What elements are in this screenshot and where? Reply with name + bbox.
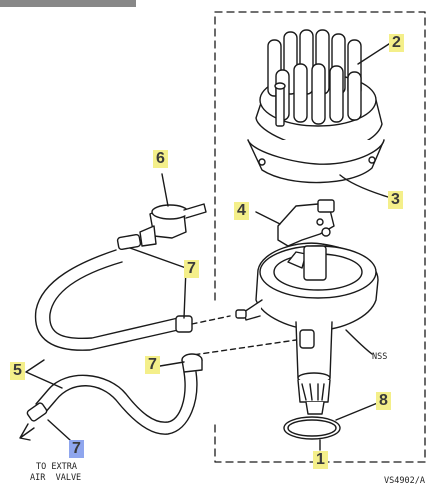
rotor-arm xyxy=(277,199,335,247)
callout-8: 8 xyxy=(376,392,391,410)
air-valve-hose xyxy=(35,371,198,435)
direction-arrow xyxy=(19,423,35,441)
note-nss: NSS xyxy=(372,352,388,362)
vacuum-hose xyxy=(34,249,179,351)
callout-1: 1 xyxy=(313,451,328,469)
distributor-body xyxy=(235,242,379,415)
distributor-cap xyxy=(247,29,385,184)
inline-filter xyxy=(139,203,207,247)
hose-clip-top xyxy=(116,233,142,251)
callout-7-hose-clip: 7 xyxy=(184,260,199,278)
callout-6: 6 xyxy=(153,150,168,168)
o-ring xyxy=(283,416,341,440)
air-valve-clip xyxy=(26,402,48,422)
note-to-extra: TO EXTRA xyxy=(36,462,77,472)
reference-code: VS4902/A xyxy=(384,476,425,486)
callout-5: 5 xyxy=(10,362,25,380)
header-bar xyxy=(0,0,136,7)
callout-7-air-valve: 7 xyxy=(69,440,84,458)
assembly-dashed-frame xyxy=(214,11,426,463)
callout-2: 2 xyxy=(389,34,404,52)
callout-7-lower-clip: 7 xyxy=(145,356,160,374)
hose-clip-lower xyxy=(181,353,203,373)
callout-3: 3 xyxy=(388,191,403,209)
note-air-valve: AIR VALVE xyxy=(30,473,82,483)
callout-4: 4 xyxy=(234,202,249,220)
